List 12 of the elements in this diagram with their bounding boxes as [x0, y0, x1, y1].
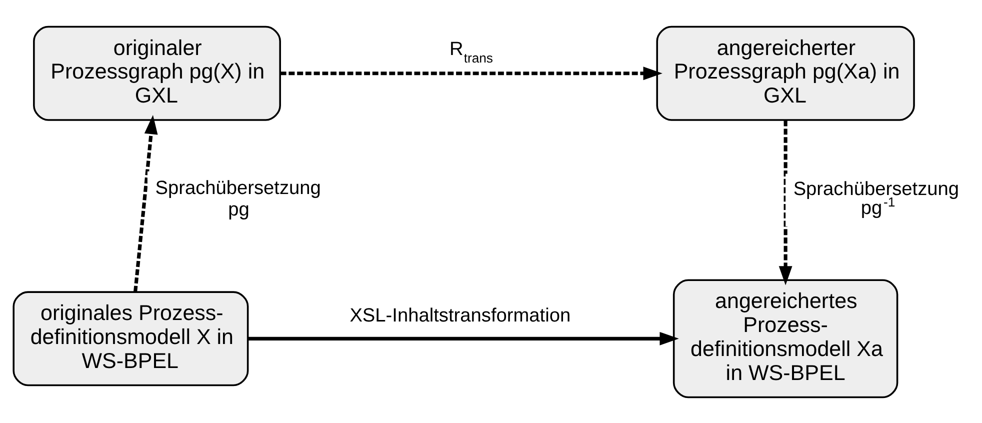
edge-label: Sprachübersetzung pg	[155, 177, 321, 220]
edge-label: Sprachübersetzung pg$^{-1}$	[793, 178, 960, 219]
arrow	[134, 114, 158, 292]
node-box: originaler Prozessgraph pg(X) in GXL	[33, 25, 281, 120]
edge-label: R$_{trans}$	[449, 38, 493, 66]
edge-label: XSL-Inhaltstransformation	[350, 305, 571, 326]
arrow	[280, 66, 662, 80]
node-box: originales Prozess- definitionsmodell X in WS-BPEL	[12, 290, 249, 386]
arrow	[248, 331, 679, 345]
node-box: angereicherter Prozessgraph pg(Xa) in GXL	[656, 25, 915, 120]
arrow	[778, 120, 792, 285]
node-box: angereichertes Prozess- definitionsmodell Xa in WS-BPEL	[672, 278, 898, 398]
